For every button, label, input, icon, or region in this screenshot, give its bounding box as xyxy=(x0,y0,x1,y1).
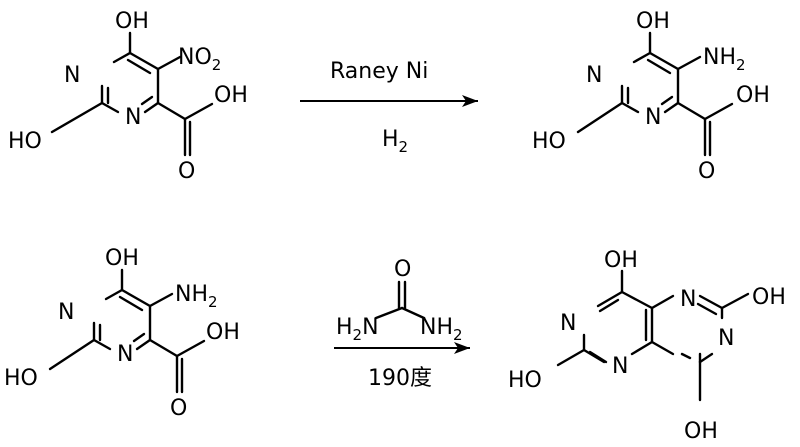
amino-subscript: 2 xyxy=(736,56,746,74)
ring-nitrogen-2: N xyxy=(117,342,133,367)
reagent-raney-ni: Raney Ni xyxy=(330,59,428,84)
amino-pyrimidine-acid: OH NH2 N N HO OH O xyxy=(532,9,770,184)
hydroxyl-left-label: HO xyxy=(532,129,566,154)
ring-nitrogen-1: N xyxy=(64,63,80,88)
hydroxyl-right-label: OH xyxy=(752,285,786,310)
ring-nitrogen-top-right: N xyxy=(680,287,696,312)
acid-hydroxyl-label: OH xyxy=(736,83,770,108)
urea-h-text: H xyxy=(336,315,353,340)
nitro-subscript: 2 xyxy=(212,56,222,74)
amino-pyrimidine-acid-2: OH NH2 N N HO OH O xyxy=(4,246,240,421)
amino-text: NH xyxy=(703,45,736,70)
amino-label: NH2 xyxy=(703,45,746,74)
hydroxyl-left-label: HO xyxy=(508,368,542,393)
nitro-text: NO xyxy=(178,45,212,70)
product1-bonds xyxy=(576,31,734,157)
urea-amine-left: H2N xyxy=(336,315,379,344)
hydroxyl-left-label: HO xyxy=(8,129,42,154)
hydroxyl-label: OH xyxy=(636,9,670,34)
urea-reagent: O H2N NH2 xyxy=(336,257,463,344)
nitro-pyrimidine-acid: OH NO2 N N HO OH O xyxy=(8,9,248,184)
carbonyl-oxygen-label: O xyxy=(170,396,187,421)
ring-nitrogen-1: N xyxy=(58,300,74,325)
acid-hydroxyl-label: OH xyxy=(206,320,240,345)
carbonyl-oxygen-label: O xyxy=(178,159,195,184)
reaction1-arrow: Raney Ni H2 xyxy=(300,59,478,156)
hydroxyl-top-label: OH xyxy=(604,248,638,273)
hydroxyl-left-label: HO xyxy=(4,366,38,391)
urea-amine-right: NH2 xyxy=(420,315,463,344)
ring-nitrogen-bottom-right: N xyxy=(718,326,734,351)
urea-oxygen: O xyxy=(394,257,411,282)
reactant2-bonds xyxy=(48,268,206,394)
ring-nitrogen-top-left: N xyxy=(560,311,576,336)
pyrimidopyrimidine-product: OH OH HO OH N N N N xyxy=(508,248,786,444)
ring-nitrogen-1: N xyxy=(586,63,602,88)
urea-n-text: N xyxy=(362,315,378,340)
hydrogen-text: H xyxy=(382,127,399,152)
carbonyl-oxygen-label: O xyxy=(698,159,715,184)
urea-nh-text: NH xyxy=(420,315,453,340)
arrow-head xyxy=(462,95,478,107)
nitro-label: NO2 xyxy=(178,45,221,74)
amino-text: NH xyxy=(175,282,208,307)
reactant1-bonds xyxy=(50,31,214,157)
amino-subscript: 2 xyxy=(208,293,218,311)
hydroxyl-bottom-label: OH xyxy=(684,419,718,444)
hydroxyl-label: OH xyxy=(115,9,149,34)
urea-h-subscript: 2 xyxy=(353,326,363,344)
ring-nitrogen-2: N xyxy=(125,105,141,130)
temperature-condition: 190度 xyxy=(368,366,432,391)
hydroxyl-label: OH xyxy=(105,246,139,271)
ring-nitrogen-bottom-left: N xyxy=(612,354,628,379)
hydrogen-subscript: 2 xyxy=(399,138,409,156)
reaction2-arrow: 190度 xyxy=(334,342,470,391)
acid-hydroxyl-label: OH xyxy=(214,83,248,108)
urea-nh-subscript: 2 xyxy=(453,326,463,344)
product2-bonds xyxy=(556,269,750,402)
ring-nitrogen-2: N xyxy=(645,105,661,130)
amino-label: NH2 xyxy=(175,282,218,311)
reagent-hydrogen: H2 xyxy=(382,127,408,156)
arrow-head xyxy=(454,342,470,354)
